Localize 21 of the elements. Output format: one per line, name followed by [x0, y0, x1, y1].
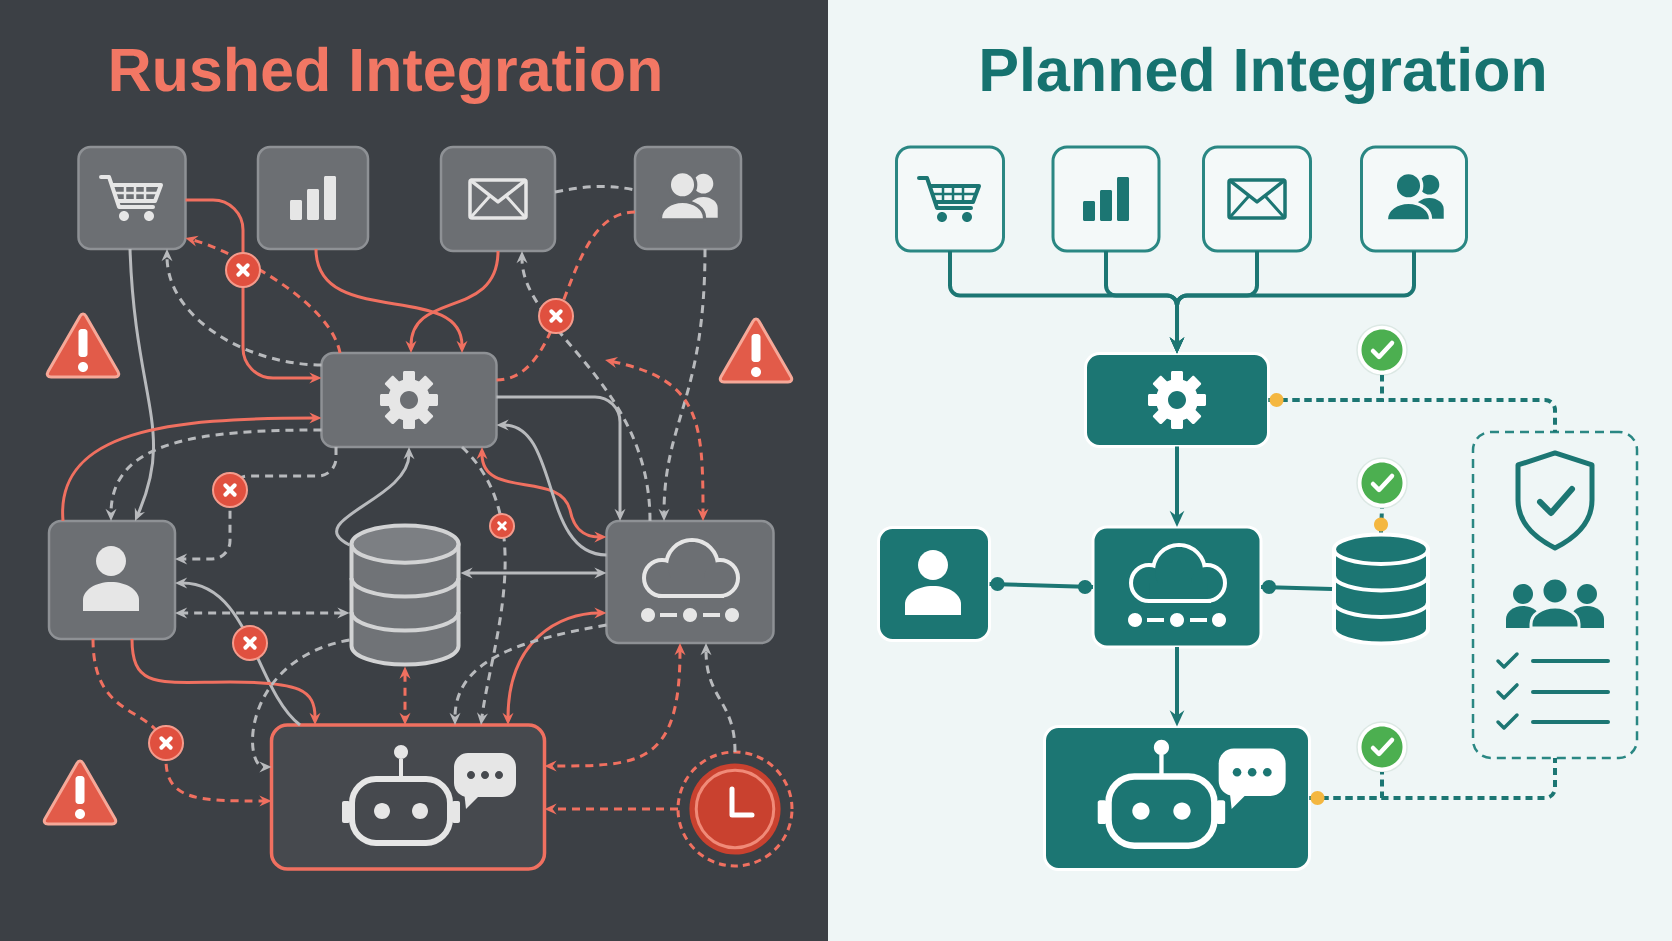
end-dot	[1262, 580, 1276, 594]
title: Planned Integration	[982, 46, 1544, 104]
connector-line	[1309, 758, 1557, 800]
connector-line	[989, 582, 1094, 589]
connector-line	[496, 210, 636, 382]
end-dot	[1078, 580, 1092, 594]
end-dot	[1269, 393, 1284, 407]
connector-line	[1268, 398, 1557, 432]
database-cylinder	[1332, 532, 1430, 646]
check-badge	[1356, 721, 1408, 773]
end-dot	[1374, 517, 1388, 532]
database-cylinder	[349, 523, 461, 667]
end-dot	[990, 577, 1005, 591]
connector-line	[554, 185, 636, 194]
end-dot	[1310, 791, 1325, 805]
check-badge	[1356, 457, 1408, 509]
timer-badge	[676, 750, 794, 868]
connector-line	[1379, 507, 1384, 533]
check-badge	[1356, 324, 1408, 376]
title: Rushed Integration	[111, 46, 660, 104]
connector-line	[1260, 585, 1333, 591]
